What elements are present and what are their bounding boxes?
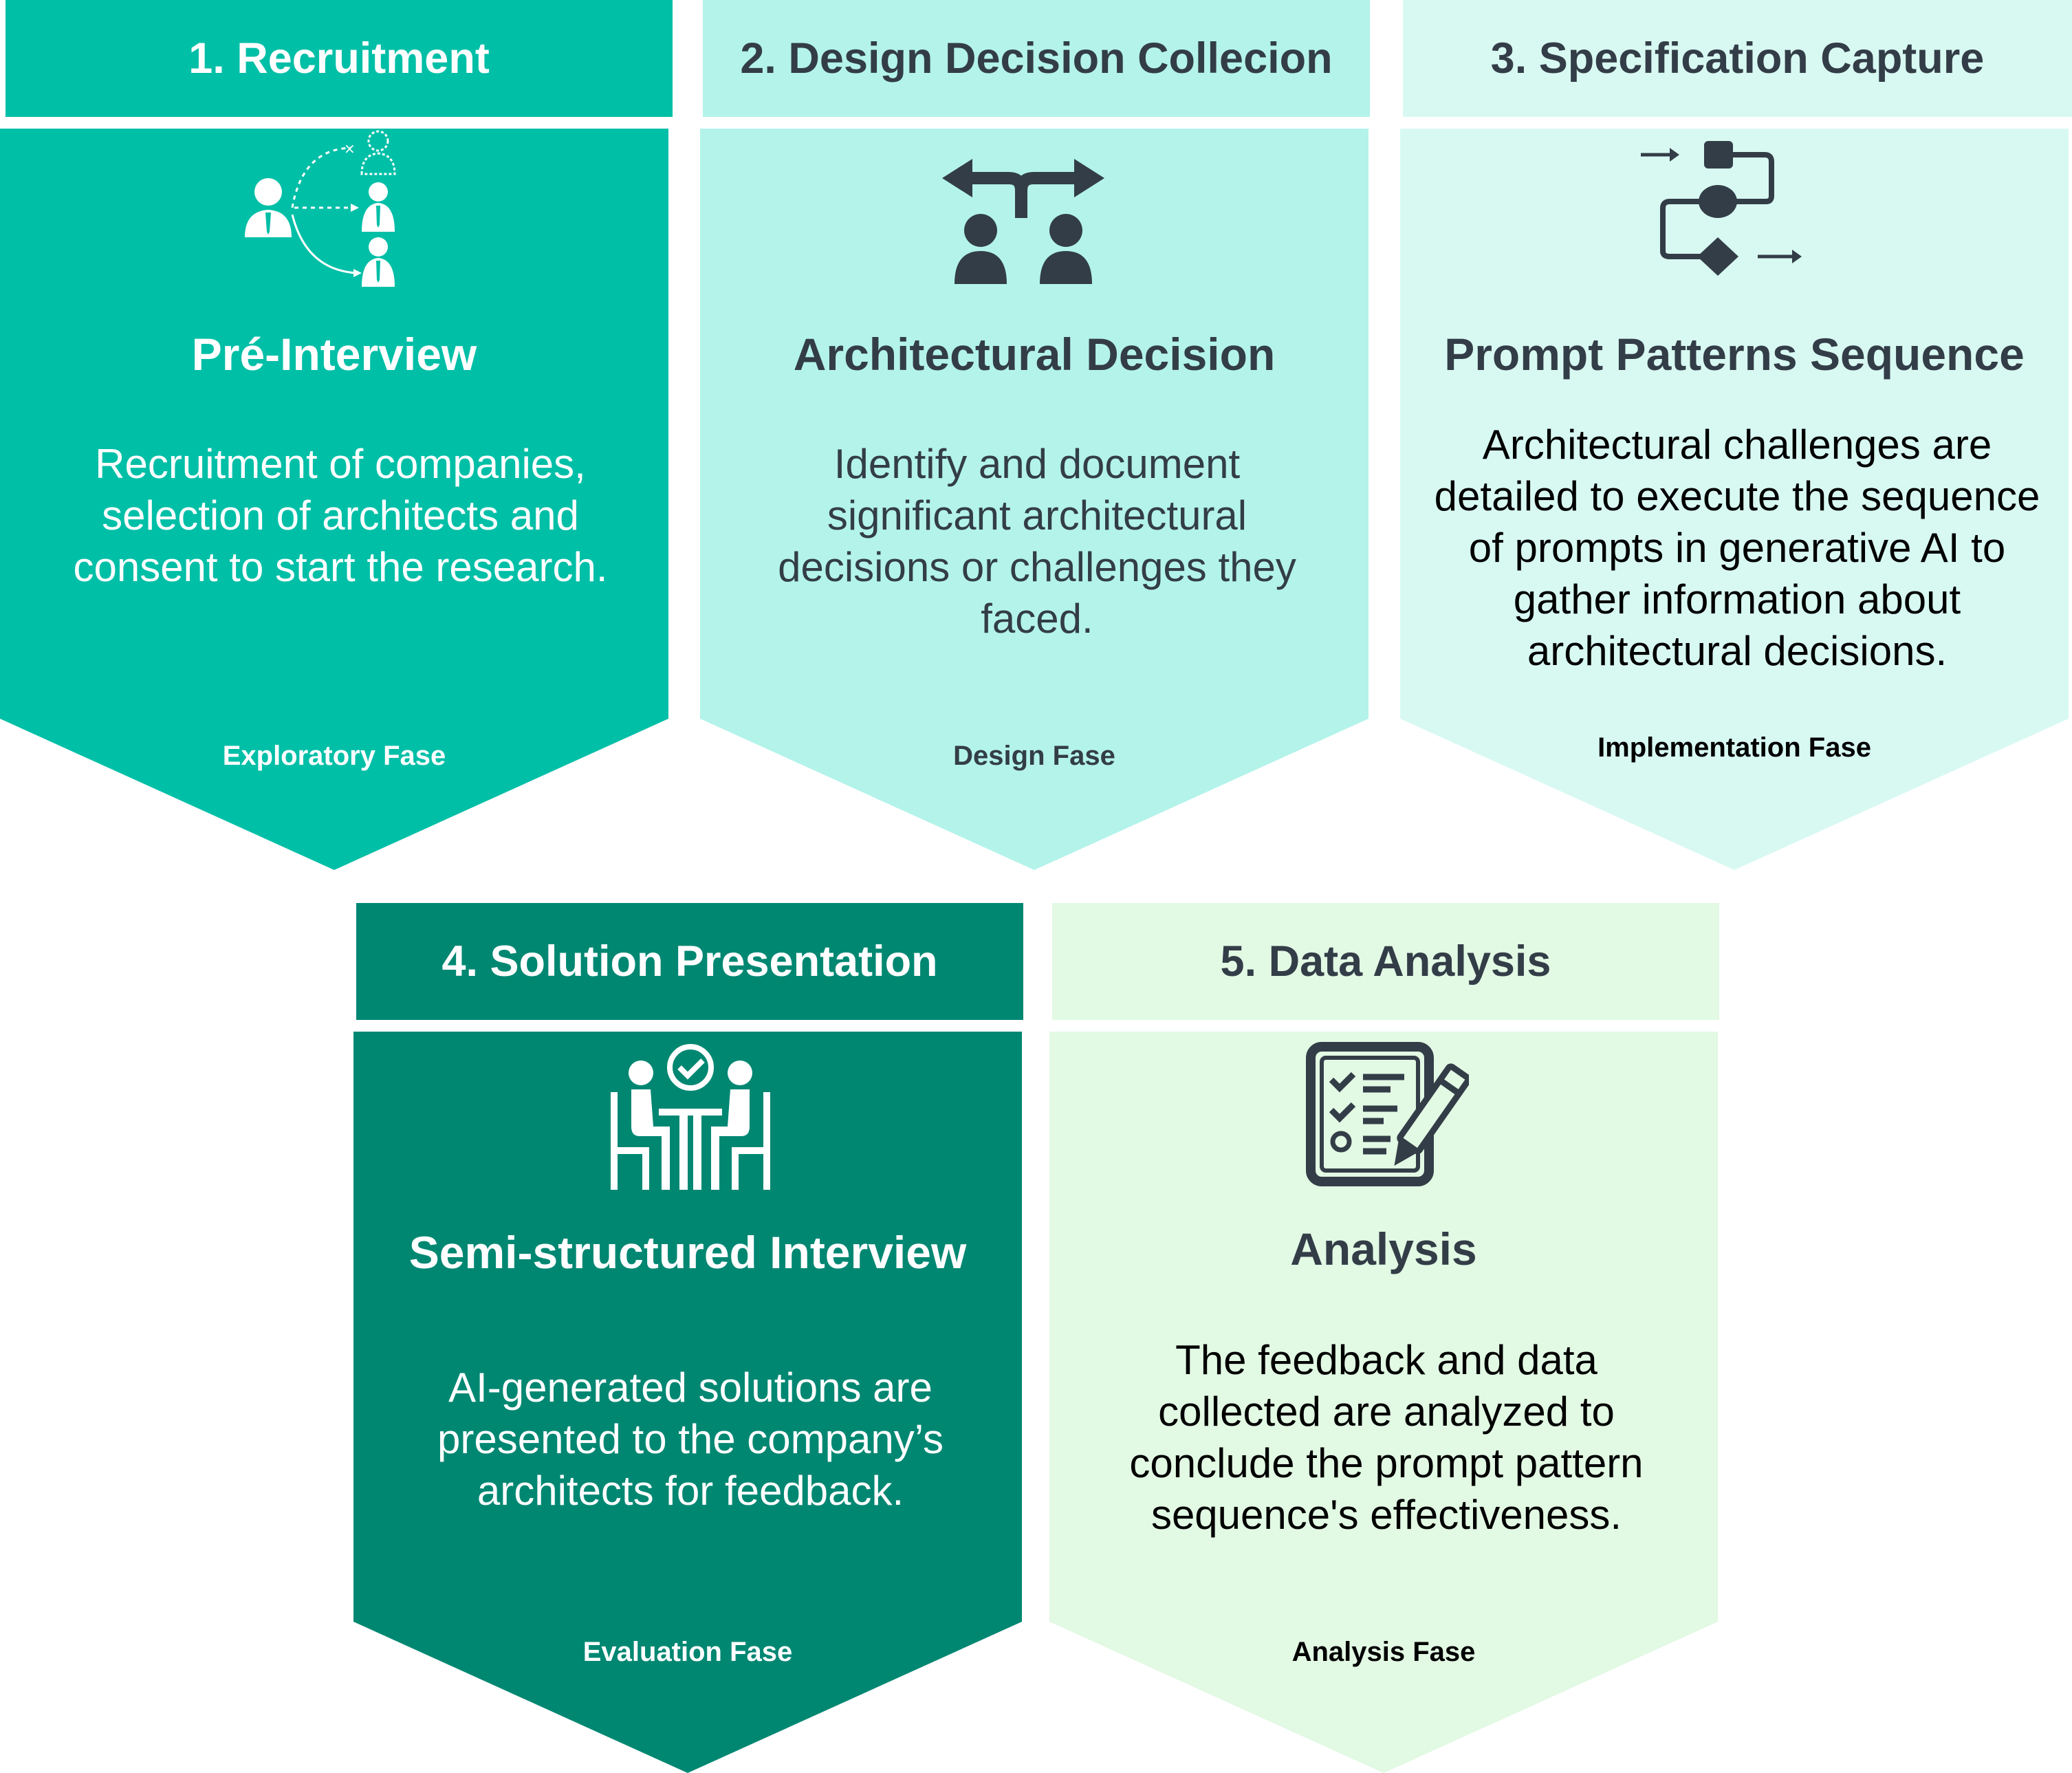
step-3-description: Architectural challenges are detailed to… <box>1434 422 2040 674</box>
step-5-header-label: 5. Data Analysis <box>1220 937 1551 986</box>
step-1-phase: Exploratory Fase <box>222 741 446 771</box>
flowchart-icon <box>1641 141 1802 276</box>
step-2-chevron-shape <box>700 129 1368 870</box>
step-5-panel: Analysis The feedback and data collected… <box>1049 1032 1718 1773</box>
step-4-header-label: 4. Solution Presentation <box>441 937 938 986</box>
step-4-header: 4. Solution Presentation <box>356 903 1023 1020</box>
decision-arrows-people-icon <box>942 159 1104 284</box>
step-2-header-label: 2. Design Decision Collecion <box>740 34 1333 83</box>
step-3-title: Prompt Patterns Sequence <box>1444 329 2025 380</box>
step-3-phase: Implementation Fase <box>1597 732 1871 763</box>
step-2-title: Architectural Decision <box>793 329 1276 380</box>
step-4-panel: Semi-structured Interview AI-generated s… <box>353 1032 1022 1773</box>
step-3-header-label: 3. Specification Capture <box>1490 34 1985 83</box>
step-1-header-label: 1. Recruitment <box>188 34 490 83</box>
step-4-chevron-shape <box>353 1032 1022 1773</box>
step-4-description: AI-generated solutions are presented to … <box>437 1364 944 1514</box>
svg-text:×: × <box>344 140 356 157</box>
step-2-header: 2. Design Decision Collecion <box>703 0 1370 117</box>
step-2-description: Identify and document significant archit… <box>778 441 1296 642</box>
step-4-phase: Evaluation Fase <box>582 1637 793 1667</box>
step-5-description: The feedback and data collected are anal… <box>1129 1337 1644 1538</box>
step-4-title: Semi-structured Interview <box>408 1227 967 1278</box>
step-2-phase: Design Fase <box>953 741 1115 771</box>
step-2-panel: Architectural Decision Identify and docu… <box>700 129 1368 870</box>
meeting-table-icon <box>611 1044 770 1190</box>
step-3-chevron-shape <box>1400 129 2069 870</box>
step-1-title: Pré-Interview <box>191 329 477 380</box>
step-3-panel: Prompt Patterns Sequence Architectural c… <box>1400 129 2069 870</box>
step-5-header: 5. Data Analysis <box>1052 903 1719 1020</box>
step-5-chevron-shape <box>1049 1032 1718 1773</box>
step-5-phase: Analysis Fase <box>1291 1637 1476 1667</box>
step-1-panel: × Pré-Interview Recruitment of companies… <box>0 129 668 870</box>
recruitment-people-icon: × <box>245 130 396 287</box>
step-5-title: Analysis <box>1290 1223 1477 1274</box>
step-1-description: Recruitment of companies, selection of a… <box>73 441 608 590</box>
checklist-pencil-icon <box>1306 1042 1469 1186</box>
step-1-header: 1. Recruitment <box>6 0 673 117</box>
step-3-header: 3. Specification Capture <box>1403 0 2072 117</box>
step-1-chevron-shape <box>0 129 668 870</box>
